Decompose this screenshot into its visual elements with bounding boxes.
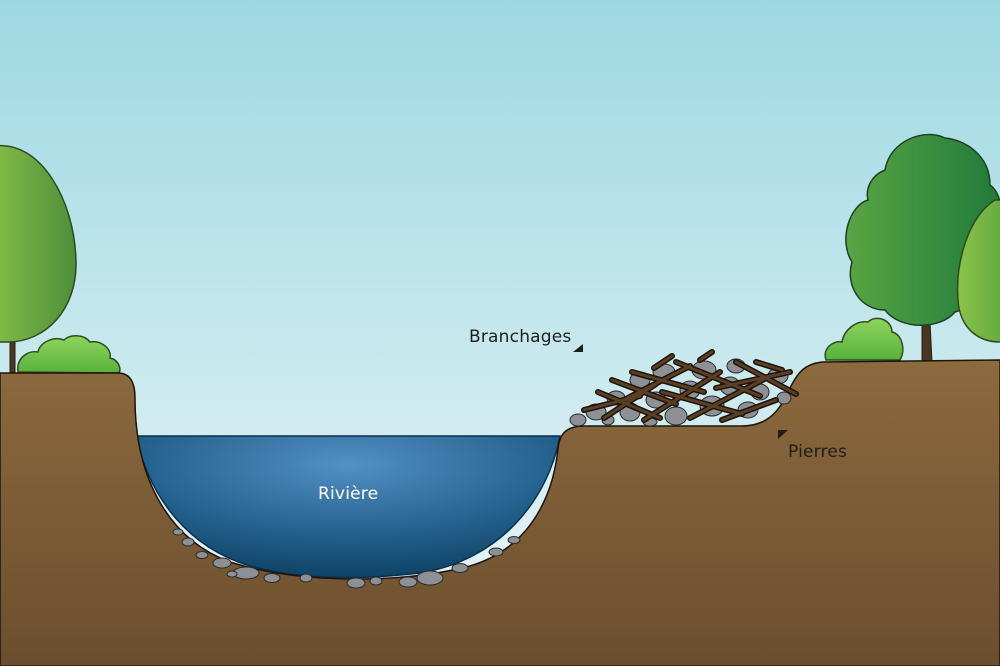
river-label: Rivière <box>318 484 379 504</box>
branches-pointer-icon <box>573 344 583 352</box>
riverbed-stones <box>172 528 521 589</box>
left-bush-icon <box>17 335 121 374</box>
branch-pile-highlight <box>582 350 798 422</box>
stones-pointer-icon <box>778 430 788 439</box>
river-water <box>135 435 561 579</box>
branches-label: Branchages <box>469 327 572 347</box>
stones-label: Pierres <box>788 442 848 462</box>
right-bush-icon <box>824 317 904 361</box>
right-tree-small-icon <box>956 199 1000 343</box>
left-tree-icon <box>0 144 77 376</box>
